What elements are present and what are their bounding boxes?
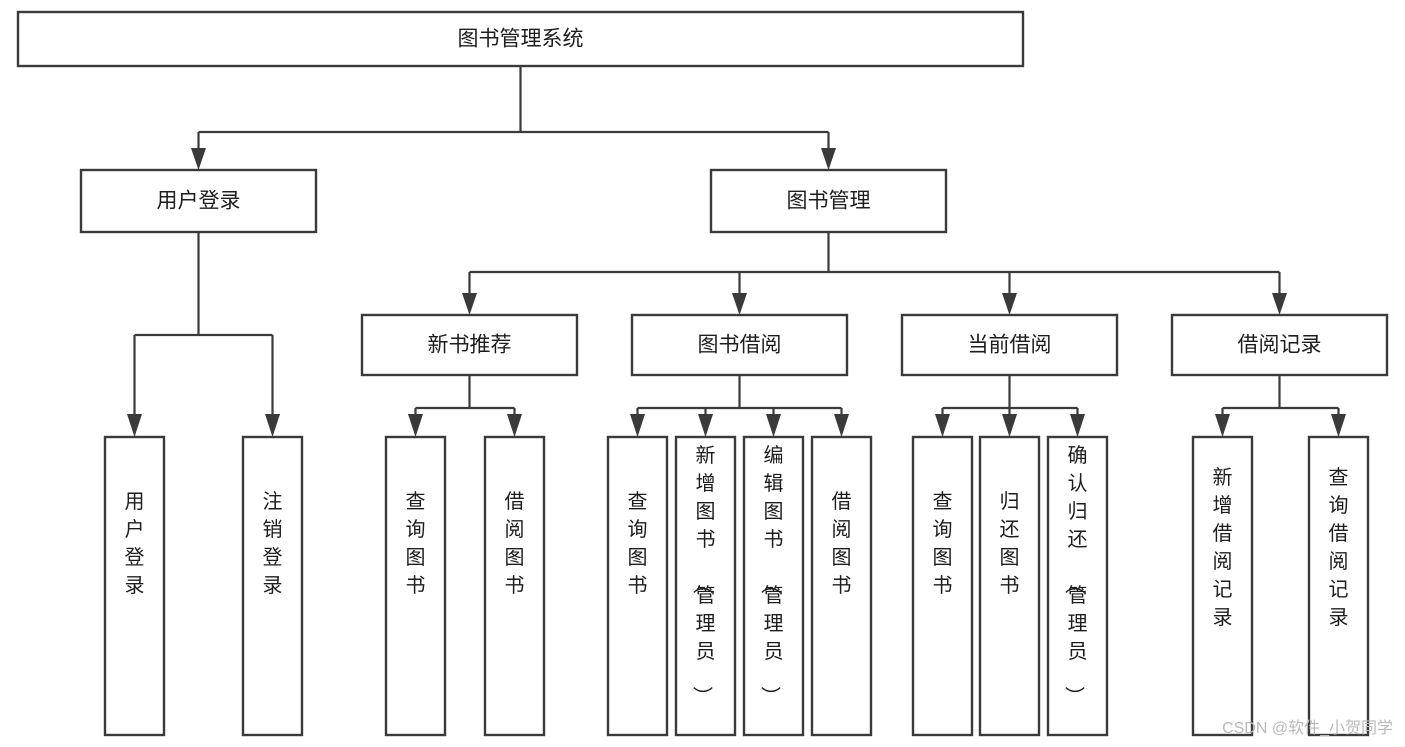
leaf-borrow-record-add-box (1191, 435, 1254, 737)
leaf-borrow-record-add[interactable]: 新增借阅记录 (1191, 435, 1254, 737)
arrow-head-book-manage (821, 148, 836, 170)
arrow-head-new-book-leaf-1 (408, 414, 423, 437)
node-book-management[interactable]: 图书管理 (709, 168, 948, 234)
node-book-management-box (709, 168, 948, 234)
arrow-head-borrow-record-leaf-2 (1331, 414, 1346, 437)
connector-group-book-manage (462, 232, 1287, 315)
leaf-borrow-record-query-label: 查询借阅记录 (1329, 466, 1349, 629)
arrow-head-book-borrow-leaf-1 (630, 414, 645, 437)
node-borrow-record-box (1170, 313, 1389, 377)
leaf-current-borrow-confirm[interactable]: 确认归还（管理员） (1046, 435, 1109, 737)
leaf-book-borrow-borrow-label: 借阅图书 (832, 490, 852, 597)
arrow-head-user-login (191, 148, 206, 170)
leaf-user-login-logout-box (241, 435, 304, 737)
leaf-user-login-login-box (103, 435, 166, 737)
node-user-login-box (79, 168, 318, 234)
node-current-borrow-box (900, 313, 1119, 377)
connector-group-new-book-recommend (408, 375, 522, 437)
leaf-current-borrow-query-label: 查询图书 (933, 490, 953, 597)
arrow-head-current-borrow-leaf-2 (1002, 414, 1017, 437)
leaf-current-borrow-query[interactable]: 查询图书 (911, 435, 974, 737)
leaf-current-borrow-query-box (911, 435, 974, 737)
node-new-book-recommend[interactable]: 新书推荐 (360, 313, 579, 377)
connector-group-borrow-record (1215, 375, 1346, 437)
leaf-book-borrow-add[interactable]: 新增图书（管理员） (674, 435, 737, 737)
leaf-current-borrow-confirm-label: 确认归还（管理员） (1063, 444, 1088, 706)
leaf-book-borrow-edit-box (742, 435, 805, 737)
leaf-user-login-login-label: 用户登录 (125, 491, 145, 597)
node-book-borrow-box (630, 313, 849, 377)
leaf-borrow-record-query[interactable]: 查询借阅记录 (1307, 435, 1370, 737)
connector-group-current-borrow (935, 375, 1085, 437)
arrow-head-book-borrow-leaf-2 (698, 414, 713, 437)
leaf-new-book-borrow-label: 借阅图书 (505, 490, 525, 597)
leaf-borrow-record-add-label: 新增借阅记录 (1213, 466, 1233, 629)
connector-group-book-borrow (630, 375, 849, 437)
csdn-watermark: CSDN @软件_小贺同学 (1222, 719, 1393, 737)
leaf-new-book-query-box (384, 435, 447, 737)
arrow-head-new-book-leaf-2 (507, 414, 522, 437)
leaf-current-borrow-confirm-box (1046, 435, 1109, 737)
arrow-head-user-login-leaf-1 (127, 414, 142, 437)
leaf-new-book-query[interactable]: 查询图书 (384, 435, 447, 737)
node-book-management-label: 图书管理 (787, 190, 871, 213)
arrow-head-borrow-record (1272, 293, 1287, 315)
arrow-head-current-borrow-leaf-1 (935, 414, 950, 437)
node-current-borrow-label: 当前借阅 (968, 334, 1052, 357)
node-root-label: 图书管理系统 (458, 28, 584, 51)
leaf-user-login-logout[interactable]: 注销登录 (241, 435, 304, 737)
leaf-book-borrow-add-label: 新增图书（管理员） (691, 444, 716, 706)
node-root-box (16, 10, 1025, 68)
leaf-user-login-logout-label: 注销登录 (263, 490, 283, 597)
leaf-new-book-borrow[interactable]: 借阅图书 (483, 435, 546, 737)
leaf-current-borrow-return[interactable]: 归还图书 (978, 435, 1041, 737)
arrow-head-current-borrow (1002, 293, 1017, 315)
leaf-new-book-borrow-box (483, 435, 546, 737)
arrow-head-book-borrow (732, 293, 747, 315)
arrow-head-borrow-record-leaf-1 (1215, 414, 1230, 437)
connector-group-user-login (127, 232, 280, 437)
leaf-book-borrow-query-box (606, 435, 669, 737)
connector-group-root (191, 66, 836, 170)
leaf-current-borrow-return-box (978, 435, 1041, 737)
leaf-new-book-query-label: 查询图书 (406, 490, 426, 597)
node-borrow-record[interactable]: 借阅记录 (1170, 313, 1389, 377)
leaf-current-borrow-return-label: 归还图书 (1000, 490, 1020, 597)
node-new-book-recommend-label: 新书推荐 (428, 334, 512, 357)
node-book-borrow[interactable]: 图书借阅 (630, 313, 849, 377)
leaf-book-borrow-borrow[interactable]: 借阅图书 (810, 435, 873, 737)
arrow-head-new-book (462, 293, 477, 315)
node-root-book-management-system[interactable]: 图书管理系统 (16, 10, 1025, 68)
node-new-book-recommend-box (360, 313, 579, 377)
arrow-head-user-login-leaf-2 (265, 414, 280, 437)
node-user-login[interactable]: 用户登录 (79, 168, 318, 234)
leaf-book-borrow-edit[interactable]: 编辑图书（管理员） (742, 435, 805, 737)
arrow-head-book-borrow-leaf-4 (834, 414, 849, 437)
arrow-head-book-borrow-leaf-3 (766, 414, 781, 437)
leaf-book-borrow-add-box (674, 435, 737, 737)
leaf-book-borrow-borrow-box (810, 435, 873, 737)
arrow-head-current-borrow-leaf-3 (1070, 414, 1085, 437)
leaf-user-login-login[interactable]: 用户登录 (103, 435, 166, 737)
node-user-login-label: 用户登录 (157, 190, 241, 213)
leaf-book-borrow-edit-label: 编辑图书（管理员） (759, 444, 784, 706)
leaf-book-borrow-query[interactable]: 查询图书 (606, 435, 669, 737)
leaf-borrow-record-query-box (1307, 435, 1370, 737)
leaf-book-borrow-query-label: 查询图书 (628, 490, 648, 597)
node-borrow-record-label: 借阅记录 (1238, 334, 1322, 357)
node-book-borrow-label: 图书借阅 (698, 334, 782, 357)
node-current-borrow[interactable]: 当前借阅 (900, 313, 1119, 377)
